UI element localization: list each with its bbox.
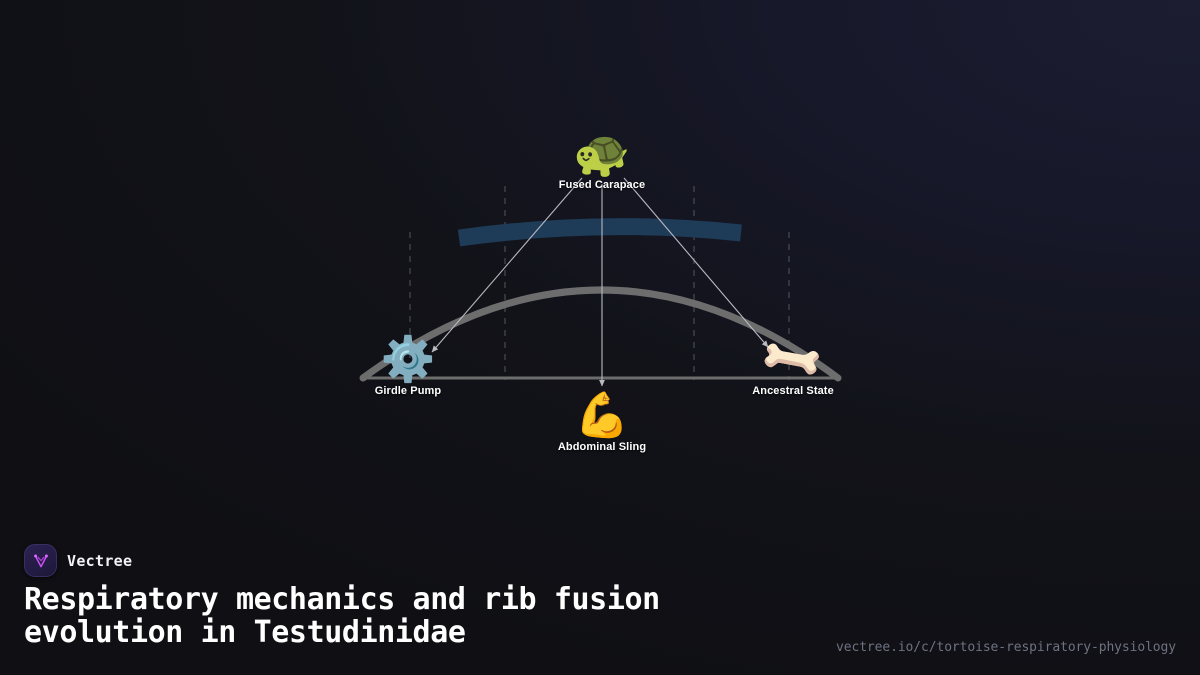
- diagram-canvas: [359, 177, 842, 387]
- node-ancestral-state[interactable]: 🦴 Ancestral State: [752, 323, 834, 397]
- muscle-icon: 💪: [574, 390, 630, 441]
- node-label-abdominal-sling: Abdominal Sling: [557, 441, 647, 453]
- node-fused-carapace[interactable]: 🐢 Fused Carapace: [559, 130, 645, 191]
- vectree-logo-icon: [24, 544, 57, 577]
- node-label-fused-carapace: Fused Carapace: [558, 179, 646, 191]
- source-url[interactable]: vectree.io/c/tortoise-respiratory-physio…: [836, 640, 1176, 655]
- edge-carapace-to-ancestral: [623, 177, 769, 348]
- node-abdominal-sling[interactable]: 💪 Abdominal Sling: [557, 390, 647, 454]
- node-label-girdle-pump: Girdle Pump: [374, 385, 442, 397]
- edge-carapace-to-girdle: [431, 177, 583, 353]
- node-girdle-pump[interactable]: ⚙️ Girdle Pump: [374, 334, 442, 398]
- brand-name: Vectree: [67, 551, 133, 570]
- edge-arrows: [431, 177, 769, 387]
- turtle-icon: 🐢: [573, 126, 631, 180]
- guide-lines: [409, 186, 790, 380]
- footer: Vectree Respiratory mechanics and rib fu…: [0, 530, 1200, 675]
- logo-glyph: [33, 554, 48, 567]
- carapace-band: [457, 218, 742, 247]
- page-title: Respiratory mechanics and rib fusion evo…: [24, 582, 660, 650]
- gear-icon: ⚙️: [380, 334, 436, 385]
- rib-arch: [359, 286, 842, 382]
- brand[interactable]: Vectree: [24, 544, 132, 577]
- node-label-ancestral-state: Ancestral State: [752, 385, 834, 397]
